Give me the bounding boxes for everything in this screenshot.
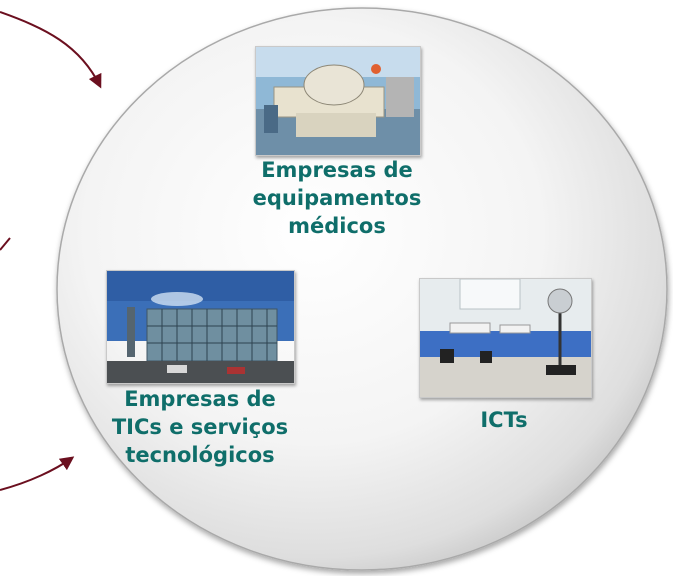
laboratory-photo	[419, 278, 592, 398]
tics-label-line-1: Empresas de	[124, 387, 276, 411]
medical-label-line-3: médicos	[288, 214, 386, 238]
tics-companies-label: Empresas de TICs e serviços tecnológicos	[60, 385, 340, 469]
medical-label-line-2: equipamentos	[252, 186, 422, 210]
medical-companies-label: Empresas de equipamentos médicos	[205, 156, 469, 240]
tics-label-line-3: tecnológicos	[125, 443, 275, 467]
icts-label-line-1: ICTs	[480, 408, 528, 432]
arrow-top	[0, 11, 102, 89]
arrow-bottom	[0, 456, 75, 491]
medical-label-line-1: Empresas de	[261, 158, 413, 182]
icts-label: ICTs	[434, 406, 574, 434]
office-building-photo	[106, 270, 295, 384]
connector-middle	[0, 237, 11, 251]
tics-label-line-2: TICs e serviços	[111, 415, 289, 439]
medical-equipment-photo	[255, 46, 421, 156]
